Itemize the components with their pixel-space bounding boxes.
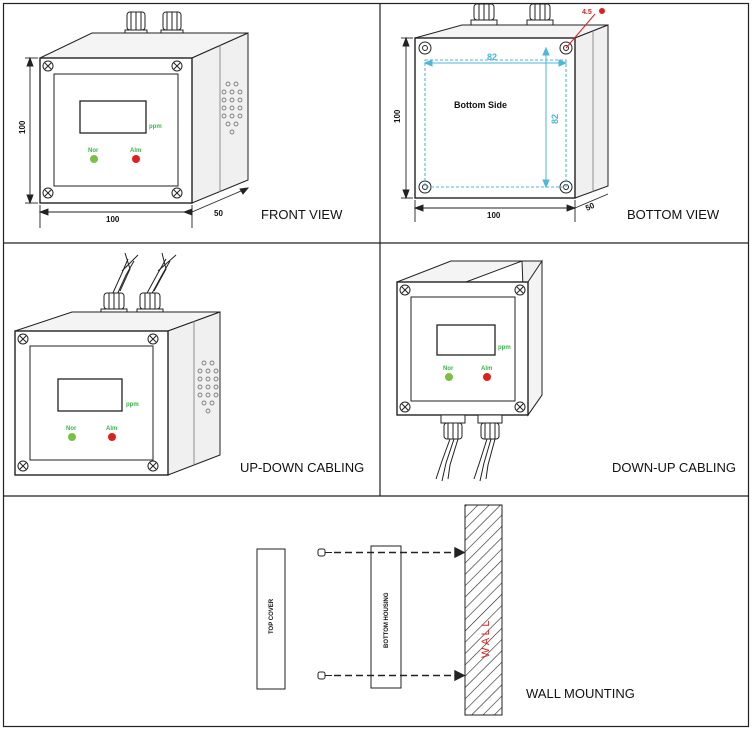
- bottom-height-dim: 100: [393, 109, 402, 123]
- vent-icon: [197, 360, 219, 414]
- wall-block: [464, 504, 503, 716]
- alm-label: Alm: [106, 426, 117, 432]
- nor-label: Nor: [66, 426, 77, 432]
- cable-wires-icon: [435, 438, 496, 482]
- normal-led-icon: [90, 155, 98, 163]
- bottom-width-dim: 100: [487, 211, 501, 220]
- alarm-led-icon: [483, 373, 491, 381]
- screw-icon: [317, 548, 332, 680]
- top-cover-label: TOP COVER: [269, 598, 275, 634]
- screw-icon: [42, 60, 183, 199]
- display-screen: [57, 378, 123, 412]
- display-screen: [436, 324, 496, 356]
- front-width-dim: 100: [106, 215, 120, 224]
- normal-led-icon: [68, 433, 76, 441]
- bottom-housing-label: BOTTOM HOUSING: [384, 592, 390, 648]
- wall-label: W A L L: [480, 620, 492, 658]
- screw-icon: [399, 284, 526, 413]
- bottom-side-label: Bottom Side: [454, 100, 507, 110]
- inner-width-dim: 82: [487, 52, 497, 62]
- hole-size-dim: 4.5: [582, 9, 592, 16]
- display-screen: [79, 100, 147, 134]
- front-view-panel: ppm Nor Alm 100 100 50 FRONT VIEW: [0, 0, 380, 243]
- bottom-view-panel: 82 82 Bottom Side 4.5 100 100 50 BOTTOM …: [380, 0, 748, 243]
- nor-label: Nor: [443, 366, 454, 372]
- dimension-lines: [25, 56, 250, 228]
- down-up-drawing: ppm Nor Alm: [396, 259, 543, 482]
- front-depth-dim: 50: [214, 209, 223, 218]
- bottom-view-drawing: 82 82 Bottom Side 4.5 100 100 50: [393, 3, 609, 222]
- normal-led-icon: [445, 373, 453, 381]
- dimension-lines: [401, 36, 609, 222]
- bottom-view-title: BOTTOM VIEW: [627, 207, 720, 222]
- top-cover-part: [256, 548, 286, 690]
- wall-mounting-panel: TOP COVER BOTTOM HOUSING W A L L WALL MO…: [0, 496, 748, 726]
- front-view-title: FRONT VIEW: [261, 207, 343, 222]
- inner-dimension-lines: [423, 46, 568, 189]
- up-down-title: UP-DOWN CABLING: [240, 460, 365, 475]
- up-down-panel: ppm Nor Alm UP-DOWN CABLING: [0, 243, 380, 496]
- down-up-panel: ppm Nor Alm DOWN-UP CABLING: [380, 243, 748, 496]
- front-view-drawing: ppm Nor Alm 100 100 50: [18, 11, 250, 228]
- screw-icon: [17, 333, 159, 472]
- alm-label: Alm: [481, 366, 492, 372]
- alarm-led-icon: [132, 155, 140, 163]
- hole-marker-icon: [599, 8, 605, 14]
- down-up-title: DOWN-UP CABLING: [612, 460, 736, 475]
- ppm-label: ppm: [498, 345, 511, 351]
- wall-mounting-title: WALL MOUNTING: [526, 686, 635, 701]
- alarm-led-icon: [108, 433, 116, 441]
- wall-mounting-drawing: TOP COVER BOTTOM HOUSING W A L L: [256, 504, 503, 716]
- up-down-drawing: ppm Nor Alm: [14, 252, 221, 476]
- cable-wires-icon: [111, 252, 177, 298]
- front-height-dim: 100: [18, 120, 27, 134]
- inner-height-dim: 82: [550, 114, 560, 124]
- cable-gland-icon: [440, 414, 503, 440]
- ppm-label: ppm: [126, 402, 139, 408]
- alm-label: Alm: [130, 148, 141, 154]
- bottom-housing-part: [370, 545, 402, 689]
- mounting-arrows: [334, 546, 466, 682]
- vent-icon: [221, 81, 243, 135]
- ppm-label: ppm: [149, 124, 162, 130]
- bottom-depth-dim: 50: [584, 201, 596, 213]
- nor-label: Nor: [88, 148, 99, 154]
